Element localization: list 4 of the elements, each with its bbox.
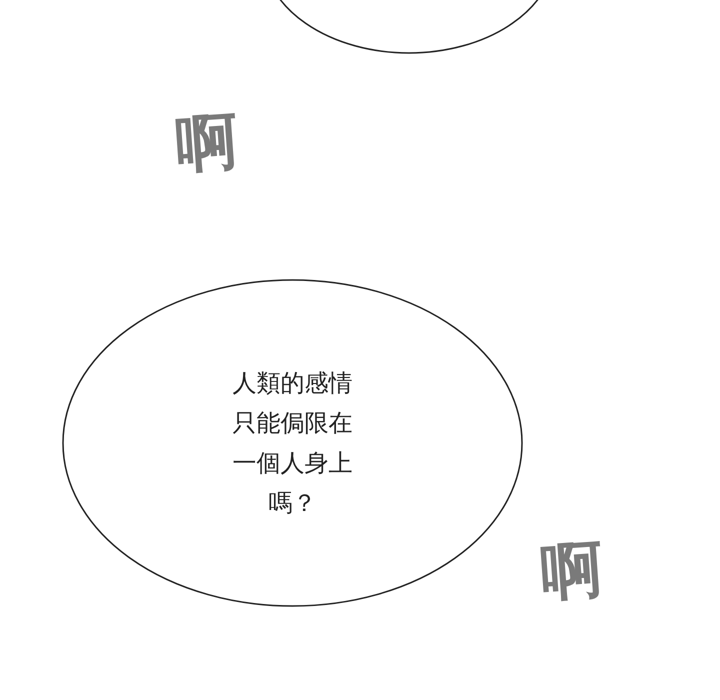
speech-text: 人類的感情只能侷限在一個人身上嗎？ [232,368,354,519]
speech-bubble [62,279,523,607]
sound-effect: 啊 [174,110,234,176]
sound-effect: 啊 [538,538,600,604]
